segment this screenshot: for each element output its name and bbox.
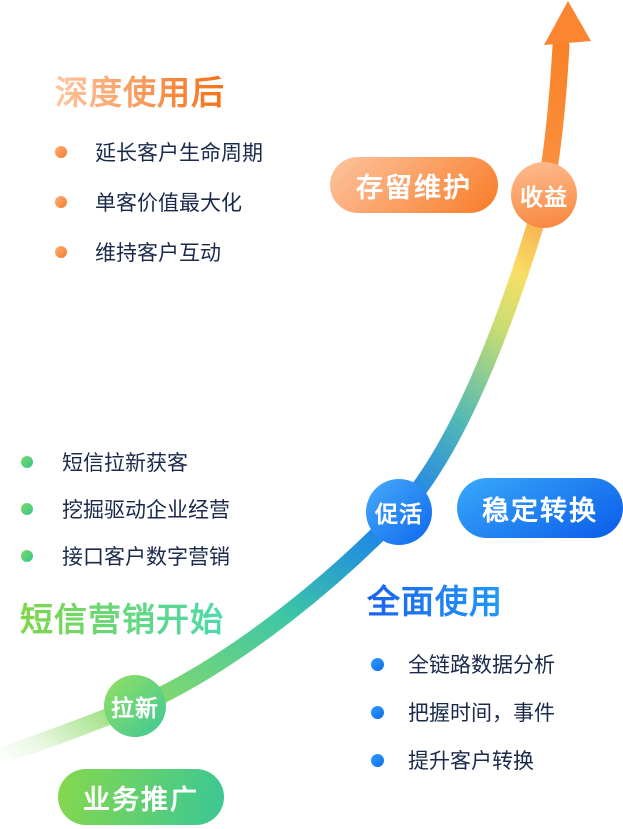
stage-title-deep-usage: 深度使用后 <box>55 66 225 114</box>
acquisition-node: 拉新 <box>104 675 166 737</box>
revenue-node: 收益 <box>511 162 577 228</box>
business-promotion-pill: 业务推广 <box>58 769 224 825</box>
bullet-icon <box>55 196 67 208</box>
list-item: 短信拉新获客 <box>21 450 230 475</box>
retention-pill: 存留维护 <box>330 157 498 213</box>
arrow-up-icon <box>544 1 591 45</box>
list-item: 全链路数据分析 <box>371 652 555 677</box>
list-item-label: 接口客户数字营销 <box>62 546 230 569</box>
list-item-label: 全链路数据分析 <box>408 654 555 677</box>
deep-usage-list: 延长客户生命周期 单客价值最大化 维持客户互动 <box>55 140 263 290</box>
list-item: 挖掘驱动企业经营 <box>21 497 230 522</box>
bullet-icon <box>371 705 384 719</box>
stage-title-sms-start: 短信营销开始 <box>20 593 224 641</box>
bullet-icon <box>55 246 67 258</box>
bullet-icon <box>21 503 33 515</box>
full-usage-list: 全链路数据分析 把握时间，事件 提升客户转换 <box>371 652 555 796</box>
list-item: 单客价值最大化 <box>55 190 263 215</box>
list-item: 把握时间，事件 <box>371 700 555 725</box>
bullet-icon <box>371 657 384 671</box>
list-item: 延长客户生命周期 <box>55 140 263 165</box>
list-item-label: 短信拉新获客 <box>62 452 188 475</box>
bullet-icon <box>55 146 67 158</box>
list-item-label: 挖掘驱动企业经营 <box>62 499 230 522</box>
sms-start-list: 短信拉新获客 挖掘驱动企业经营 接口客户数字营销 <box>21 450 230 591</box>
bullet-icon <box>371 753 384 767</box>
bullet-icon <box>21 550 33 562</box>
list-item: 维持客户互动 <box>55 240 263 265</box>
list-item: 提升客户转换 <box>371 748 555 773</box>
list-item-label: 单客价值最大化 <box>95 192 242 215</box>
list-item-label: 提升客户转换 <box>408 750 534 773</box>
stable-conversion-pill: 稳定转换 <box>457 478 623 538</box>
list-item-label: 把握时间，事件 <box>408 702 555 725</box>
list-item-label: 维持客户互动 <box>95 242 221 265</box>
stage-title-full-usage: 全面使用 <box>367 575 503 623</box>
bullet-icon <box>21 456 33 468</box>
list-item-label: 延长客户生命周期 <box>95 142 263 165</box>
activation-node: 促活 <box>366 479 432 545</box>
list-item: 接口客户数字营销 <box>21 544 230 569</box>
